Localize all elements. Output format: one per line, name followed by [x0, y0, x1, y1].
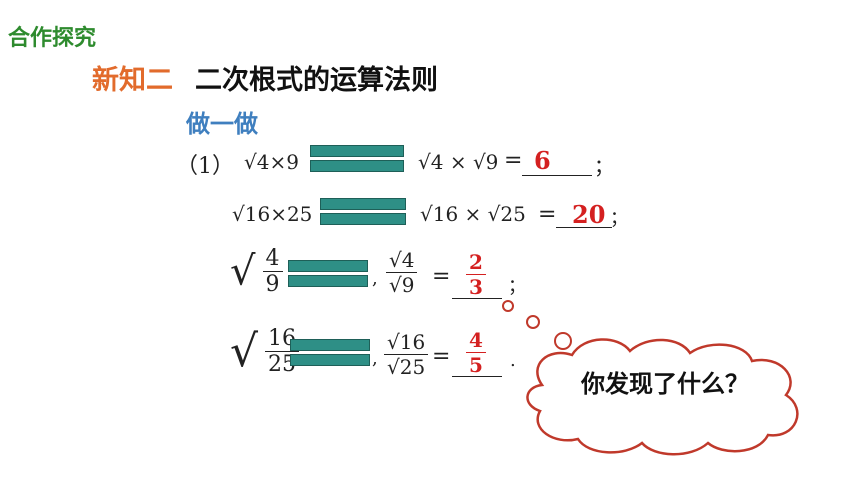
row4-cover-bar-bottom [290, 354, 370, 366]
row3-equals: = [432, 264, 451, 289]
thought-bubble-text: 你发现了什么？ [581, 370, 749, 398]
row3-left-num: 4 [262, 246, 283, 272]
heading-title: 二次根式的运算法则 [195, 65, 438, 96]
row1-answer-line [522, 175, 592, 176]
row3-end: ； [508, 276, 526, 297]
row1-cover-bar-top [310, 145, 404, 157]
row2-equals: = [538, 202, 557, 227]
row4-cover-bar-top [290, 339, 370, 351]
row4-answer-num: 4 [466, 328, 486, 353]
heading-label: 新知二 [92, 65, 173, 96]
row1-cover-bar-bottom [310, 160, 404, 172]
section-label: 合作探究 [8, 26, 97, 51]
row3-cover-bar-bottom [288, 275, 368, 287]
row4-right-num: √16 [384, 330, 429, 355]
bubble-cloud [526, 338, 799, 456]
row1-answer: 6 [534, 146, 551, 175]
bubble-dot-small [502, 300, 514, 312]
row4-comma: , [372, 348, 378, 369]
row1-right-expr: √4 × √9 [418, 150, 499, 174]
bubble-dot-large [554, 332, 572, 350]
thought-bubble-shape [502, 300, 799, 456]
row3-answer-line [452, 298, 502, 299]
row2-right-expr: √16 × √25 [420, 202, 526, 226]
row2-left-expr: √16×25 [232, 202, 313, 226]
row2-answer-line [556, 227, 612, 228]
row3-cover-bar-top [288, 260, 368, 272]
page-heading: 新知二二次根式的运算法则 [92, 58, 438, 97]
row4-answer-line [452, 376, 502, 377]
row3-right-den: √9 [389, 273, 415, 297]
row4-answer-den: 5 [469, 353, 483, 377]
row4-right-frac: √16√25 [384, 330, 429, 379]
row2-cover-bar-bottom [320, 213, 406, 225]
row4-end: . [510, 350, 516, 371]
row3-comma: , [372, 268, 378, 289]
subheading: 做一做 [186, 110, 258, 138]
row3-left-den: 9 [265, 272, 280, 297]
row3-right-frac: √4√9 [386, 248, 418, 297]
item-number: （1） [176, 154, 234, 179]
row2-answer: 20 [572, 200, 606, 229]
row2-cover-bar-top [320, 198, 406, 210]
row2-end: ； [610, 208, 628, 229]
row3-right-num: √4 [386, 248, 418, 273]
row1-equals: = [504, 148, 523, 173]
row1-end: ； [594, 154, 614, 178]
row4-equals: = [432, 344, 451, 369]
bubble-dot-medium [526, 315, 540, 329]
row3-answer-num: 2 [466, 250, 486, 275]
row4-right-den: √25 [387, 355, 426, 379]
row3-answer-den: 3 [469, 275, 483, 299]
row1-left-expr: √4×9 [244, 150, 299, 174]
